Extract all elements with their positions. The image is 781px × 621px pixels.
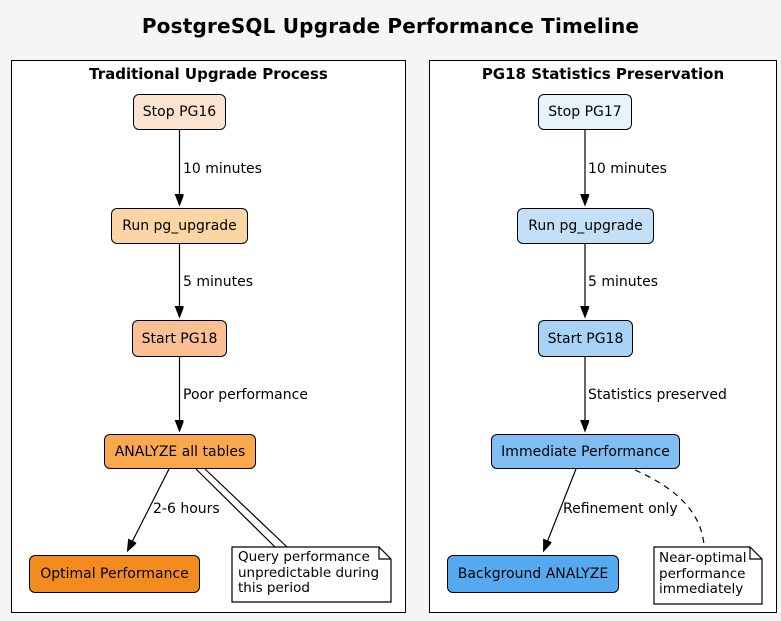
edge-label-5-minutes-traditional: 5 minutes	[183, 274, 254, 290]
node-start-pg18-statistics: Start PG18	[538, 320, 633, 357]
note-connector-line-1	[195, 468, 276, 548]
edge-label-10-minutes-traditional: 10 minutes	[183, 161, 262, 177]
node-background-analyze: Background ANALYZE	[447, 555, 619, 593]
node-start-pg18-traditional: Start PG18	[132, 320, 227, 357]
node-run-pg-upgrade-traditional: Run pg_upgrade	[111, 208, 248, 244]
node-stop-pg16: Stop PG16	[133, 94, 226, 130]
node-optimal-performance: Optimal Performance	[29, 555, 200, 593]
note-fold-corner	[378, 547, 391, 560]
edge-lines-traditional	[12, 130, 392, 603]
node-analyze-all-tables: ANALYZE all tables	[104, 434, 256, 469]
edge-label-5-minutes-statistics: 5 minutes	[588, 274, 659, 290]
panel-title-traditional: Traditional Upgrade Process	[89, 65, 328, 83]
panel-traditional-upgrade: Traditional Upgrade Process Stop PG16 Ru…	[11, 60, 406, 613]
node-immediate-performance: Immediate Performance	[491, 434, 680, 469]
note-fold-corner	[749, 547, 762, 560]
note-connector-dashed-curve	[634, 469, 705, 546]
edge-label-refinement-only: Refinement only	[563, 501, 678, 517]
edge-label-2-6-hours: 2-6 hours	[153, 501, 220, 517]
note-connector-line-2	[204, 468, 288, 548]
panel-pg18-statistics: PG18 Statistics Preservation Stop PG17 R…	[429, 60, 777, 613]
panel-title-statistics: PG18 Statistics Preservation	[481, 65, 725, 83]
edge-label-poor-performance: Poor performance	[183, 387, 308, 403]
node-stop-pg17: Stop PG17	[538, 94, 632, 130]
edge-label-statistics-preserved: Statistics preserved	[588, 387, 727, 403]
note-shape	[653, 546, 763, 605]
arrow-analyze-to-optimal	[128, 468, 170, 550]
note-query-performance: Query performance unpredictable during t…	[238, 549, 380, 596]
arrow-immediate-to-background	[544, 468, 577, 550]
node-run-pg-upgrade-statistics: Run pg_upgrade	[517, 208, 654, 244]
note-shape	[231, 546, 392, 603]
edge-label-10-minutes-statistics: 10 minutes	[588, 161, 667, 177]
note-near-optimal: Near-optimal performance immediately	[659, 550, 747, 597]
page-title: PostgreSQL Upgrade Performance Timeline	[141, 14, 640, 38]
edge-lines-statistics	[430, 130, 763, 605]
